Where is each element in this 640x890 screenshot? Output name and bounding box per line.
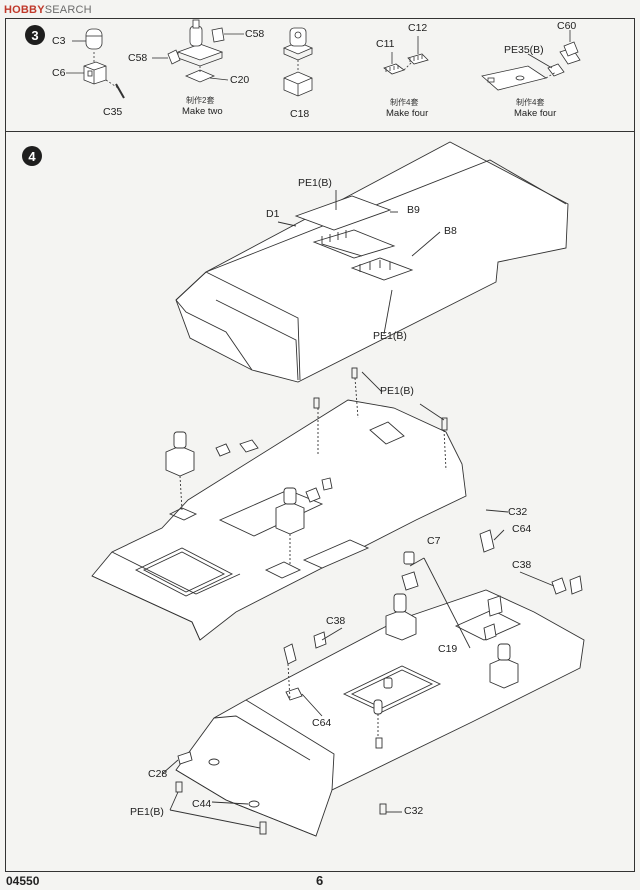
pe35b-c60-part-drawing	[481, 30, 581, 91]
c6-part-drawing	[83, 61, 107, 85]
label-c58-right: C58	[245, 28, 265, 40]
label-c3: C3	[52, 35, 66, 47]
label-c64-upper: C64	[512, 523, 532, 535]
mount-assembly-drawing	[152, 19, 244, 83]
label-c28: C28	[148, 768, 168, 780]
label-c35: C35	[103, 106, 123, 118]
label-c32-upper: C32	[508, 506, 528, 518]
step-3-badge: 3	[25, 25, 45, 45]
label-c64-lower: C64	[312, 717, 332, 729]
watermark-brand: HOBBY	[4, 4, 45, 16]
page-number: 6	[316, 873, 324, 888]
label-pe1b-mid: PE1(B)	[373, 330, 407, 342]
label-c7: C7	[427, 535, 441, 547]
step-divider	[5, 131, 635, 132]
watermark-rest: SEARCH	[44, 4, 92, 16]
label-pe1b-bottom: PE1(B)	[130, 806, 164, 818]
watermark-logo: HOBBYSEARCH	[4, 4, 92, 16]
c3-part-drawing	[85, 28, 103, 50]
lower-hull-drawing	[161, 529, 585, 837]
label-c58-left: C58	[128, 52, 148, 64]
label-make-four-cn-b: 制作4套	[516, 98, 545, 107]
label-c32-lower: C32	[404, 805, 424, 817]
label-c18: C18	[290, 108, 310, 120]
product-code: 04550	[6, 874, 40, 888]
label-c60: C60	[557, 20, 577, 32]
label-make-two-cn: 制作2套	[186, 96, 215, 105]
step-4-badge: 4	[22, 146, 42, 166]
label-c11: C11	[376, 38, 395, 50]
middle-deck-drawing	[91, 367, 509, 641]
label-d1: D1	[266, 208, 280, 220]
c11-c12-part-drawing	[383, 36, 429, 75]
c35-part-drawing	[115, 83, 125, 99]
label-make-four-cn-a: 制作4套	[390, 98, 419, 107]
c18-part-drawing	[282, 27, 314, 97]
label-make-four-b: Make four	[514, 108, 557, 119]
label-c12: C12	[408, 22, 428, 34]
label-c38-left: C38	[326, 615, 346, 627]
label-make-two: Make two	[182, 106, 223, 117]
label-b9: B9	[407, 204, 420, 216]
label-c19: C19	[438, 643, 458, 655]
label-b8: B8	[444, 225, 457, 237]
label-pe1b-top: PE1(B)	[298, 177, 332, 189]
upper-hull-d1-drawing	[175, 141, 569, 383]
label-c38-right: C38	[512, 559, 532, 571]
label-c20: C20	[230, 74, 250, 86]
label-c6: C6	[52, 67, 66, 79]
label-pe35b: PE35(B)	[504, 44, 544, 56]
label-make-four-a: Make four	[386, 108, 429, 119]
label-c44: C44	[192, 798, 212, 810]
instruction-frame	[5, 18, 635, 872]
label-pe1b-right: PE1(B)	[380, 385, 414, 397]
